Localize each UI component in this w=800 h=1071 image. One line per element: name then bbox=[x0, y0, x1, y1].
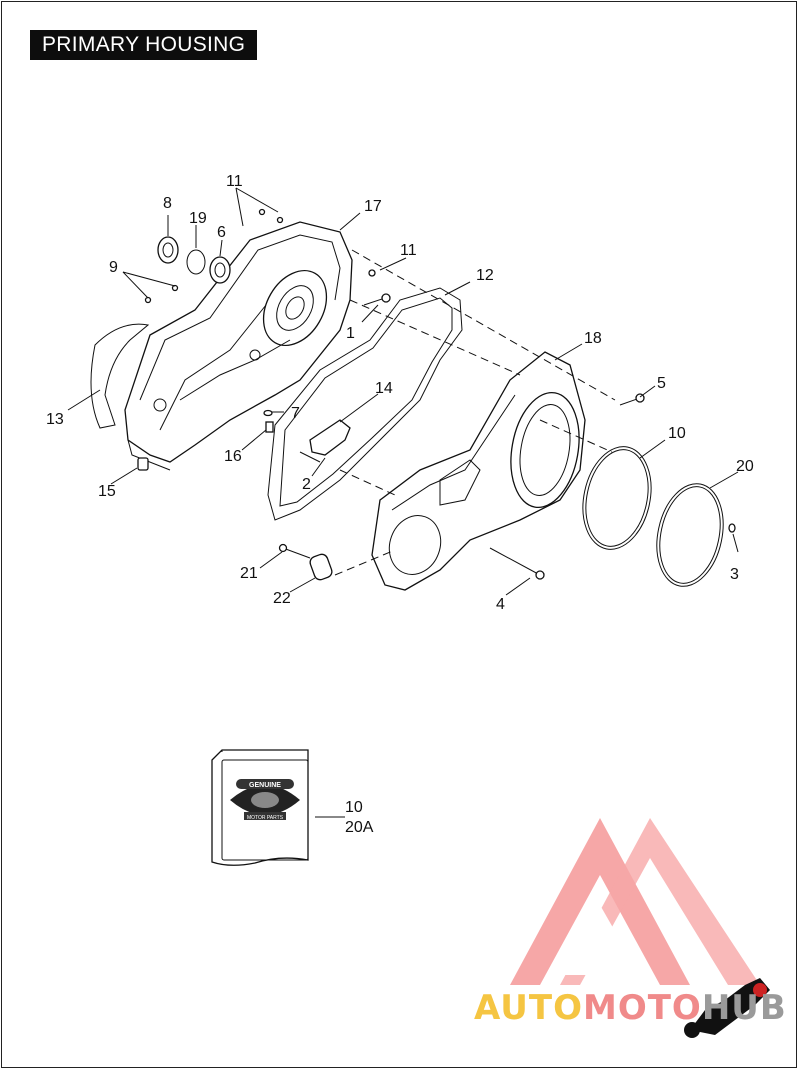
gasket-10 bbox=[582, 446, 652, 550]
watermark-auto: AUTO bbox=[474, 988, 583, 1028]
kit-badge-top: GENUINE bbox=[249, 782, 281, 789]
callout-8: 8 bbox=[163, 195, 172, 212]
callout-4: 4 bbox=[496, 596, 505, 613]
callout-22: 22 bbox=[273, 590, 291, 607]
small-fasteners bbox=[137, 208, 736, 581]
callout-kit-20a: 20A bbox=[345, 819, 374, 836]
callout-7: 7 bbox=[291, 405, 300, 422]
inner-primary-housing bbox=[124, 221, 353, 471]
watermark-text: AUTOMOTOHUB bbox=[474, 988, 787, 1028]
bracket-14 bbox=[309, 419, 351, 456]
callout-1: 1 bbox=[346, 325, 355, 342]
callout-19: 19 bbox=[189, 210, 207, 227]
gasket-13 bbox=[90, 323, 150, 429]
callout-18: 18 bbox=[584, 330, 602, 347]
derby-cover-20 bbox=[656, 483, 724, 587]
watermark-hub: HUB bbox=[701, 988, 787, 1028]
watermark-motorcycle-icon bbox=[684, 978, 770, 1038]
callout-5: 5 bbox=[657, 375, 666, 392]
callout-kit-10: 10 bbox=[345, 799, 363, 816]
watermark-logo bbox=[510, 818, 760, 985]
callout-2: 2 bbox=[302, 476, 311, 493]
callout-11-top: 11 bbox=[226, 173, 243, 190]
callout-3: 3 bbox=[730, 566, 739, 583]
callout-10: 10 bbox=[668, 425, 686, 442]
watermark-moto: MOTO bbox=[582, 988, 702, 1028]
callout-21: 21 bbox=[240, 565, 258, 582]
page-title: PRIMARY HOUSING bbox=[30, 30, 258, 60]
callout-6: 6 bbox=[217, 224, 226, 241]
outer-primary-cover bbox=[371, 351, 586, 591]
callout-12: 12 bbox=[476, 267, 494, 284]
callout-15: 15 bbox=[98, 483, 116, 500]
callout-20: 20 bbox=[736, 458, 754, 475]
callout-17: 17 bbox=[364, 198, 382, 215]
callout-11-right: 11 bbox=[400, 242, 417, 259]
callout-16: 16 bbox=[224, 448, 242, 465]
callout-13: 13 bbox=[46, 411, 64, 428]
leader-lines bbox=[67, 187, 739, 818]
callout-9: 9 bbox=[109, 259, 118, 276]
genuine-parts-kit: GENUINE MOTOR PARTS bbox=[211, 749, 309, 866]
callout-14: 14 bbox=[375, 380, 393, 397]
gasket-12 bbox=[267, 287, 463, 521]
seals-group bbox=[157, 236, 231, 284]
kit-badge-bottom: MOTOR PARTS bbox=[247, 815, 284, 821]
